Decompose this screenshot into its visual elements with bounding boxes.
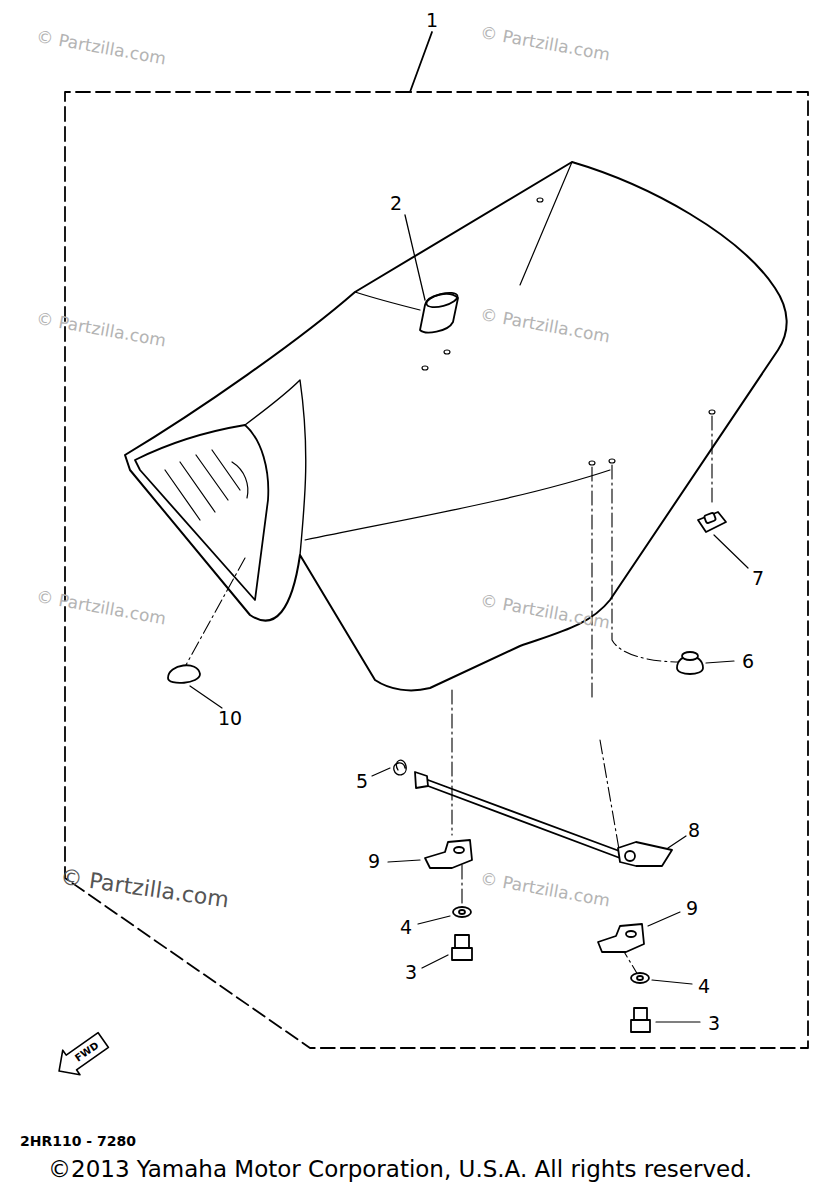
watermark: © Partzilla.com bbox=[35, 28, 167, 68]
bracket-part bbox=[598, 924, 644, 952]
leader-line bbox=[418, 916, 450, 924]
clip-part bbox=[698, 512, 726, 532]
leader-line bbox=[648, 912, 680, 926]
spring-part bbox=[394, 760, 406, 775]
callout-number: 9 bbox=[686, 899, 698, 918]
callout-number: 1 bbox=[426, 11, 438, 30]
diagram-code: 2HR110 - 7280 bbox=[20, 1134, 136, 1148]
callout-number: 2 bbox=[390, 194, 402, 213]
callout-number: 4 bbox=[698, 977, 710, 996]
lock-rod bbox=[415, 772, 428, 788]
bracket-part bbox=[425, 840, 472, 868]
seat-strap bbox=[425, 290, 459, 310]
callout-number: 9 bbox=[368, 852, 380, 871]
seat-edge bbox=[355, 162, 572, 310]
seat-strap bbox=[420, 294, 458, 332]
callout-number: 7 bbox=[752, 569, 764, 588]
leader-line bbox=[668, 836, 686, 848]
damper-part bbox=[168, 665, 200, 683]
callout-number: 4 bbox=[400, 918, 412, 937]
callout-number: 3 bbox=[708, 1014, 720, 1033]
copyright-caption: ©2013 Yamaha Motor Corporation, U.S.A. A… bbox=[48, 1158, 752, 1181]
bolt-part bbox=[452, 935, 472, 960]
bolt-part bbox=[631, 1008, 650, 1032]
callout-number: 10 bbox=[218, 709, 242, 728]
leader-line bbox=[714, 535, 748, 568]
watermark: © Partzilla.com bbox=[479, 870, 611, 910]
callout-number: 5 bbox=[356, 772, 368, 791]
leader-line bbox=[410, 32, 432, 92]
seat-opening bbox=[135, 425, 268, 600]
watermark: © Partzilla.com bbox=[35, 588, 167, 628]
washer-part bbox=[631, 973, 649, 983]
seat-grooves bbox=[165, 450, 240, 520]
leader-line bbox=[405, 215, 425, 300]
seat-seam bbox=[305, 470, 610, 540]
forward-arrow bbox=[50, 1028, 111, 1084]
seat-grooves bbox=[232, 462, 248, 498]
watermark: © Partzilla.com bbox=[479, 24, 611, 64]
washer-part bbox=[453, 907, 471, 917]
leader-line bbox=[190, 686, 222, 708]
leader-line bbox=[372, 768, 390, 776]
leader-line bbox=[388, 860, 420, 862]
seat-edge bbox=[245, 380, 306, 555]
lock-lever bbox=[618, 842, 672, 866]
leader-line bbox=[656, 1021, 700, 1022]
leader-line bbox=[706, 661, 734, 663]
watermark: © Partzilla.com bbox=[59, 866, 230, 911]
leader-line bbox=[422, 955, 448, 968]
assembly-boundary bbox=[65, 92, 808, 1048]
lock-rod bbox=[428, 780, 622, 858]
watermark: © Partzilla.com bbox=[35, 310, 167, 350]
seat-outline bbox=[125, 162, 787, 690]
callout-number: 6 bbox=[742, 652, 754, 671]
callout-number: 3 bbox=[405, 963, 417, 982]
leader-line bbox=[652, 980, 692, 984]
callout-number: 8 bbox=[688, 821, 700, 840]
